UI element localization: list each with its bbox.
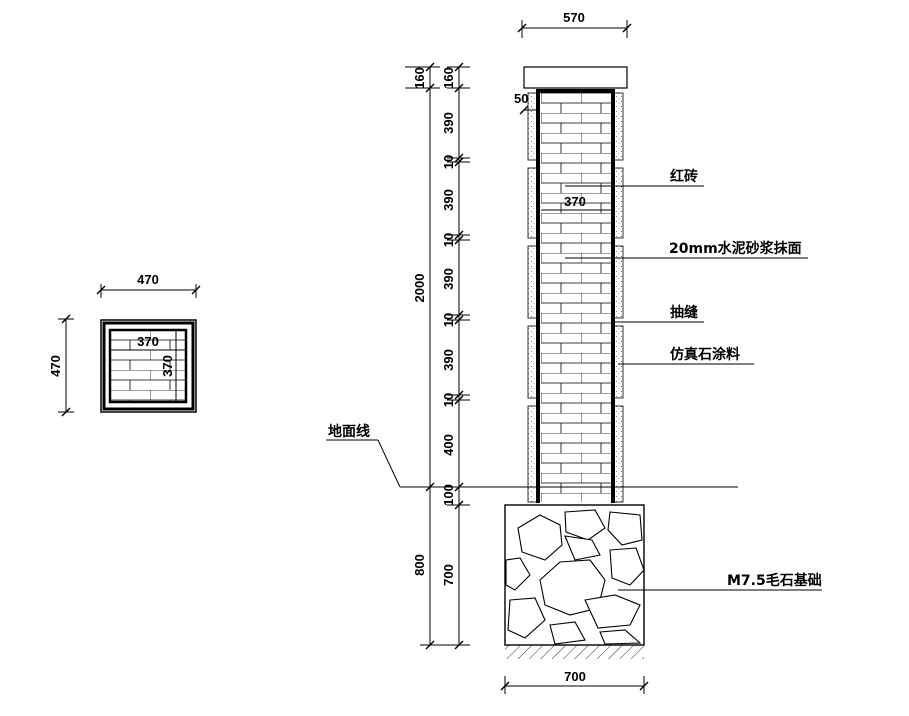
seg-390-b: 390 [441, 189, 456, 211]
plan-height-dim: 470 [48, 355, 63, 377]
red-brick-label: 红砖 [670, 168, 698, 185]
ground-line-label: 地面线 [328, 423, 370, 440]
total-2000-dim: 2000 [412, 274, 427, 303]
rubble-stones [505, 509, 645, 645]
seg-390-a: 390 [441, 112, 456, 134]
base-width-dim: 700 [564, 669, 586, 684]
plan-width-dim: 470 [137, 272, 159, 287]
found-800-dim: 800 [412, 554, 427, 576]
plan-mortar-layer [102, 321, 195, 411]
elevation: 570 370 50 地面线 [326, 10, 822, 694]
joint-c: 10 [441, 313, 456, 327]
cap-left-dim: 160 [412, 67, 427, 89]
top-width-dim: 570 [563, 10, 585, 25]
seg-390-c: 390 [441, 268, 456, 290]
seg-100: 100 [441, 484, 456, 506]
plan-section: 470 470 370 370 [48, 272, 201, 417]
cap-right-dim: 160 [441, 67, 456, 89]
pillar-cap [523, 66, 628, 89]
joint-d: 10 [441, 393, 456, 407]
found-700-dim: 700 [441, 564, 456, 586]
joint-a: 10 [441, 155, 456, 169]
joint-b: 10 [441, 233, 456, 247]
plan-inner-height: 370 [160, 355, 175, 377]
seg-390-d: 390 [441, 349, 456, 371]
foundation-label: M7.5毛石基础 [727, 572, 822, 589]
plan-brick-core [108, 328, 188, 404]
plan-inner-width: 370 [137, 334, 159, 349]
brick-core [541, 93, 611, 502]
offset-dim: 50 [514, 91, 528, 106]
dim-ext-lines [420, 66, 470, 646]
coating-label: 仿真石涂料 [670, 346, 740, 363]
mortar-label: 20mm水泥砂浆抹面 [669, 240, 802, 257]
seg-400: 400 [441, 434, 456, 456]
earth-hatch [505, 645, 644, 659]
joint-label: 抽缝 [670, 304, 698, 321]
brick-width-dim: 370 [564, 194, 586, 209]
